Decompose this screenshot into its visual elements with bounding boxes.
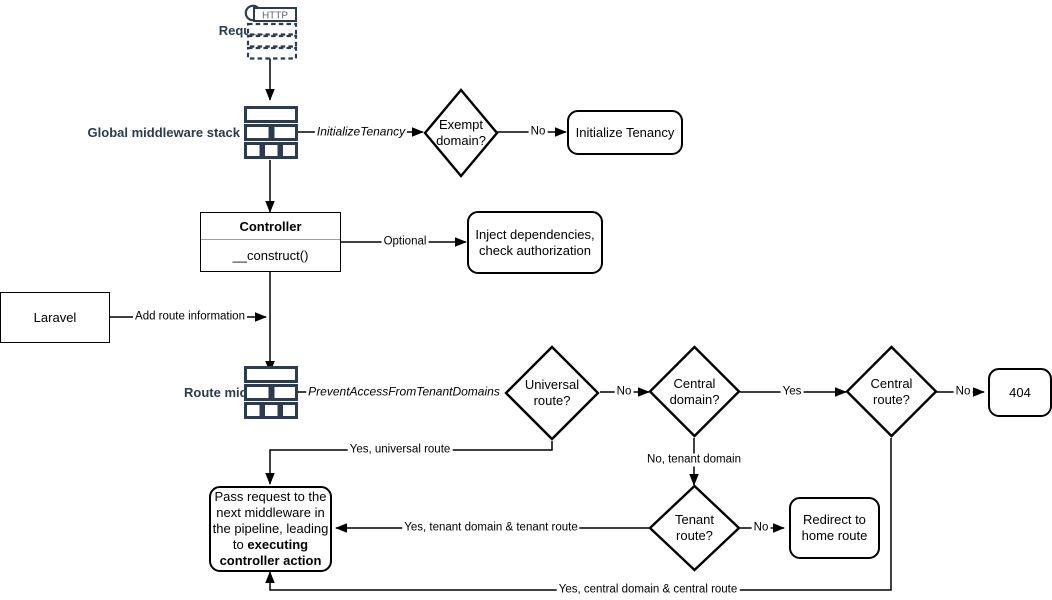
edge-label-tenant-route-no-text: No: [753, 521, 769, 534]
pass-request-line1: Pass request to the: [214, 489, 327, 505]
decision-central-route[interactable]: Central route?: [845, 345, 938, 438]
tenant-route-line2: route?: [676, 528, 713, 543]
edge-label-central-domain-yes-text: Yes: [782, 385, 802, 398]
decision-universal-route[interactable]: Universal route?: [504, 345, 600, 441]
decision-exempt-domain-shape: [423, 88, 499, 178]
controller-construct-method: __construct(): [232, 248, 309, 263]
initialize-tenancy-label: Initialize Tenancy: [575, 124, 675, 140]
edge-label-add-route-information-text: Add route information: [135, 310, 245, 323]
edge-label-yes-central-domain-central-route-text: Yes, central domain & central route: [558, 583, 738, 596]
exempt-domain-line2: domain?: [436, 133, 486, 148]
middleware-stack-icon-route-svg: [244, 366, 298, 419]
node-404[interactable]: 404: [988, 368, 1052, 417]
edge-label-tenant-route-no: No: [751, 521, 771, 535]
not-found-label: 404: [1009, 384, 1031, 400]
edge-label-exempt-no-text: No: [530, 125, 546, 138]
edge-label-yes-universal-route-text: Yes, universal route: [349, 443, 451, 456]
pass-request-line2: next middleware in: [216, 505, 325, 521]
edge-label-add-route-information: Add route information: [133, 310, 247, 324]
central-route-line1: Central: [870, 375, 913, 391]
decision-tenant-route-shape: [648, 484, 741, 572]
decision-central-route-label: Central route?: [845, 345, 938, 438]
edge-label-optional: Optional: [381, 235, 429, 249]
decision-universal-route-label: Universal route?: [504, 345, 600, 441]
node-laravel[interactable]: Laravel: [0, 292, 110, 343]
edge-label-no-tenant-domain: No, tenant domain: [645, 453, 743, 467]
edge-label-universal-no-text: No: [616, 385, 632, 398]
decision-tenant-route[interactable]: Tenant route?: [648, 484, 741, 572]
tenant-route-line1: Tenant: [674, 512, 715, 528]
controller-title: Controller: [201, 213, 340, 240]
pass-request-bold1: executing: [247, 536, 309, 552]
redirect-home-line2: home route: [801, 528, 868, 543]
edge-label-prevent-access: PreventAccessFromTenantDomains: [306, 384, 502, 399]
edge-label-central-domain-yes: Yes: [780, 385, 804, 399]
node-pass-request-to-next-middleware[interactable]: Pass request to the next middleware in t…: [209, 486, 332, 572]
decision-central-domain[interactable]: Central domain?: [648, 345, 741, 438]
decision-central-domain-shape: [648, 345, 741, 438]
node-inject-dependencies[interactable]: Inject dependencies, check authorization: [467, 211, 603, 274]
universal-route-line2: route?: [533, 393, 571, 408]
edge-label-yes-universal-route: Yes, universal route: [347, 443, 453, 457]
pass-request-line3: the pipeline, leading: [212, 521, 329, 537]
central-domain-line2: domain?: [669, 391, 720, 407]
node-controller[interactable]: Controller __construct(): [200, 212, 341, 272]
edge-label-initialize-tenancy-text: InitializeTenancy: [316, 124, 406, 139]
laravel-label: Laravel: [33, 309, 77, 325]
edge-label-initialize-tenancy: InitializeTenancy: [314, 124, 408, 139]
http-request-icon-svg: HTTP: [244, 4, 298, 60]
pass-request-bold2: controller action: [219, 552, 322, 568]
universal-route-line1: Universal: [524, 377, 580, 393]
edge-label-central-route-no-text: No: [955, 385, 971, 398]
edge-label-exempt-no: No: [528, 125, 548, 139]
decision-tenant-route-label: Tenant route?: [648, 484, 741, 572]
decision-central-route-shape: [845, 345, 938, 438]
exempt-domain-line1: Exempt: [438, 117, 484, 133]
http-icon-label: HTTP: [262, 11, 288, 22]
http-request-icon: HTTP: [244, 4, 300, 60]
central-domain-line1: Central: [673, 375, 716, 391]
middleware-stack-icon-global: [244, 106, 298, 160]
central-route-line2: route?: [873, 391, 910, 407]
edge-label-yes-tenant-domain-tenant-route: Yes, tenant domain & tenant route: [402, 521, 580, 535]
edge-label-central-route-no: No: [953, 385, 973, 399]
edge-label-yes-central-domain-central-route: Yes, central domain & central route: [556, 583, 740, 597]
inject-dependencies-line2: check authorization: [478, 242, 591, 258]
redirect-home-line1: Redirect to: [803, 512, 866, 528]
middleware-stack-icon-route: [244, 366, 298, 420]
pass-request-line4: to: [232, 536, 248, 552]
edge-label-prevent-access-text: PreventAccessFromTenantDomains: [308, 384, 500, 399]
decision-exempt-domain-label: Exempt domain?: [423, 88, 499, 178]
edge-label-optional-text: Optional: [383, 235, 427, 248]
caption-global-middleware-stack: Global middleware stack: [88, 125, 240, 140]
edge-label-no-tenant-domain-text: No, tenant domain: [647, 453, 741, 466]
decision-exempt-domain[interactable]: Exempt domain?: [423, 88, 499, 178]
edge-label-universal-no: No: [614, 385, 634, 399]
edge-label-yes-tenant-domain-tenant-route-text: Yes, tenant domain & tenant route: [404, 521, 578, 534]
middleware-stack-icon-global-svg: [244, 106, 298, 159]
node-initialize-tenancy[interactable]: Initialize Tenancy: [567, 110, 683, 155]
inject-dependencies-line1: Inject dependencies,: [475, 226, 595, 242]
decision-central-domain-label: Central domain?: [648, 345, 741, 438]
decision-universal-route-shape: [504, 345, 600, 441]
node-redirect-home-route[interactable]: Redirect to home route: [789, 497, 880, 559]
caption-global-mw-label: Global middleware stack: [87, 125, 240, 140]
